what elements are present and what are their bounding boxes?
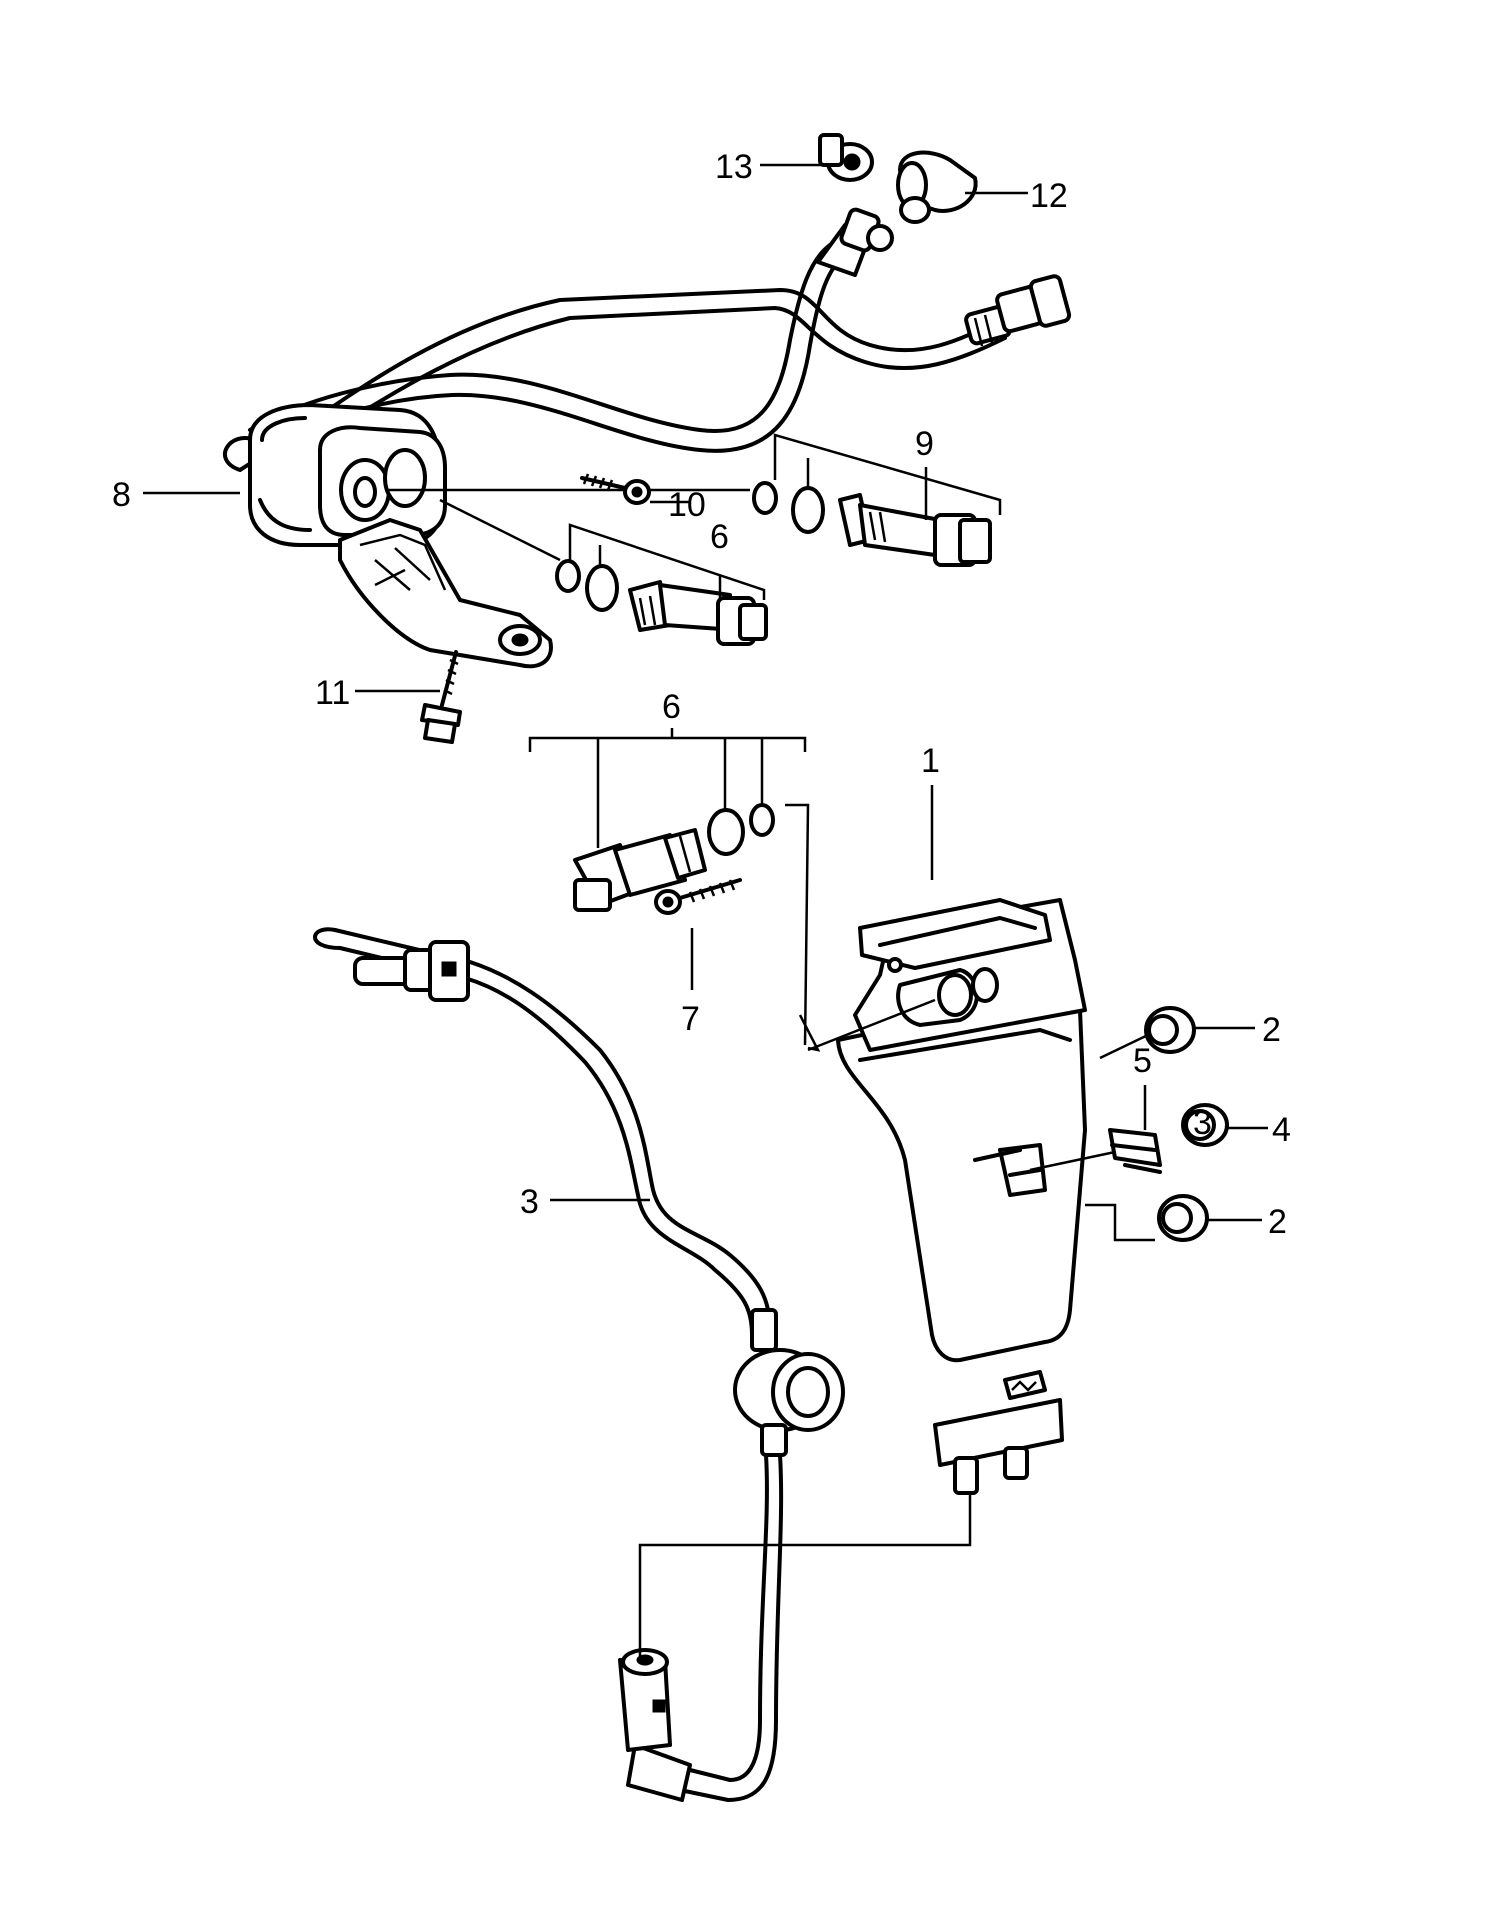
callout-4: 4 xyxy=(1272,1111,1291,1149)
callout-6-lower: 6 xyxy=(662,688,681,726)
callout-9: 9 xyxy=(915,425,934,463)
part-5-clip xyxy=(1108,1128,1162,1174)
callout-8: 8 xyxy=(112,476,131,514)
callout-leaders xyxy=(143,163,1268,1222)
check-valve xyxy=(733,1308,845,1457)
callout-12: 12 xyxy=(1030,177,1068,215)
part-12-elbow-cap xyxy=(896,150,978,224)
part-8-canister xyxy=(248,403,750,669)
part-6-valve-lower xyxy=(573,803,775,912)
callout-2-upper: 2 xyxy=(1262,1011,1281,1049)
part-1-tank xyxy=(836,898,1087,1495)
part-10-screw xyxy=(580,473,651,505)
part-2-grommet-lower xyxy=(1157,1194,1209,1242)
part-11-bolt xyxy=(420,650,462,744)
callout-1: 1 xyxy=(921,742,940,780)
callout-labels: 13 12 8 9 10 6 11 6 1 7 2 5 4 2 3 xyxy=(112,148,1291,1241)
callout-11: 11 xyxy=(315,674,350,712)
hose-connector-left xyxy=(353,940,470,1002)
callout-3: 3 xyxy=(520,1183,539,1221)
part-7-screw xyxy=(654,878,742,915)
assembly-lines xyxy=(638,803,1155,1660)
callout-13: 13 xyxy=(715,148,753,186)
part-6-valve-upper xyxy=(555,559,768,646)
callout-5: 5 xyxy=(1133,1042,1152,1080)
elbow-fitting xyxy=(816,207,894,277)
part-13-cap xyxy=(818,133,874,182)
callout-10: 10 xyxy=(668,486,706,524)
part-9-valve xyxy=(752,481,992,567)
callout-7: 7 xyxy=(681,1000,700,1038)
hose-connector-bottom xyxy=(618,1648,692,1802)
part-4-nut: 3 xyxy=(1181,1103,1229,1147)
quick-connector-right xyxy=(964,274,1072,347)
part-3-hose-line xyxy=(313,927,845,1802)
svg-text:3: 3 xyxy=(1193,1104,1212,1142)
part-2-grommet-upper xyxy=(1144,1006,1196,1054)
callout-2-lower: 2 xyxy=(1268,1203,1287,1241)
callout-6-upper: 6 xyxy=(710,518,729,556)
